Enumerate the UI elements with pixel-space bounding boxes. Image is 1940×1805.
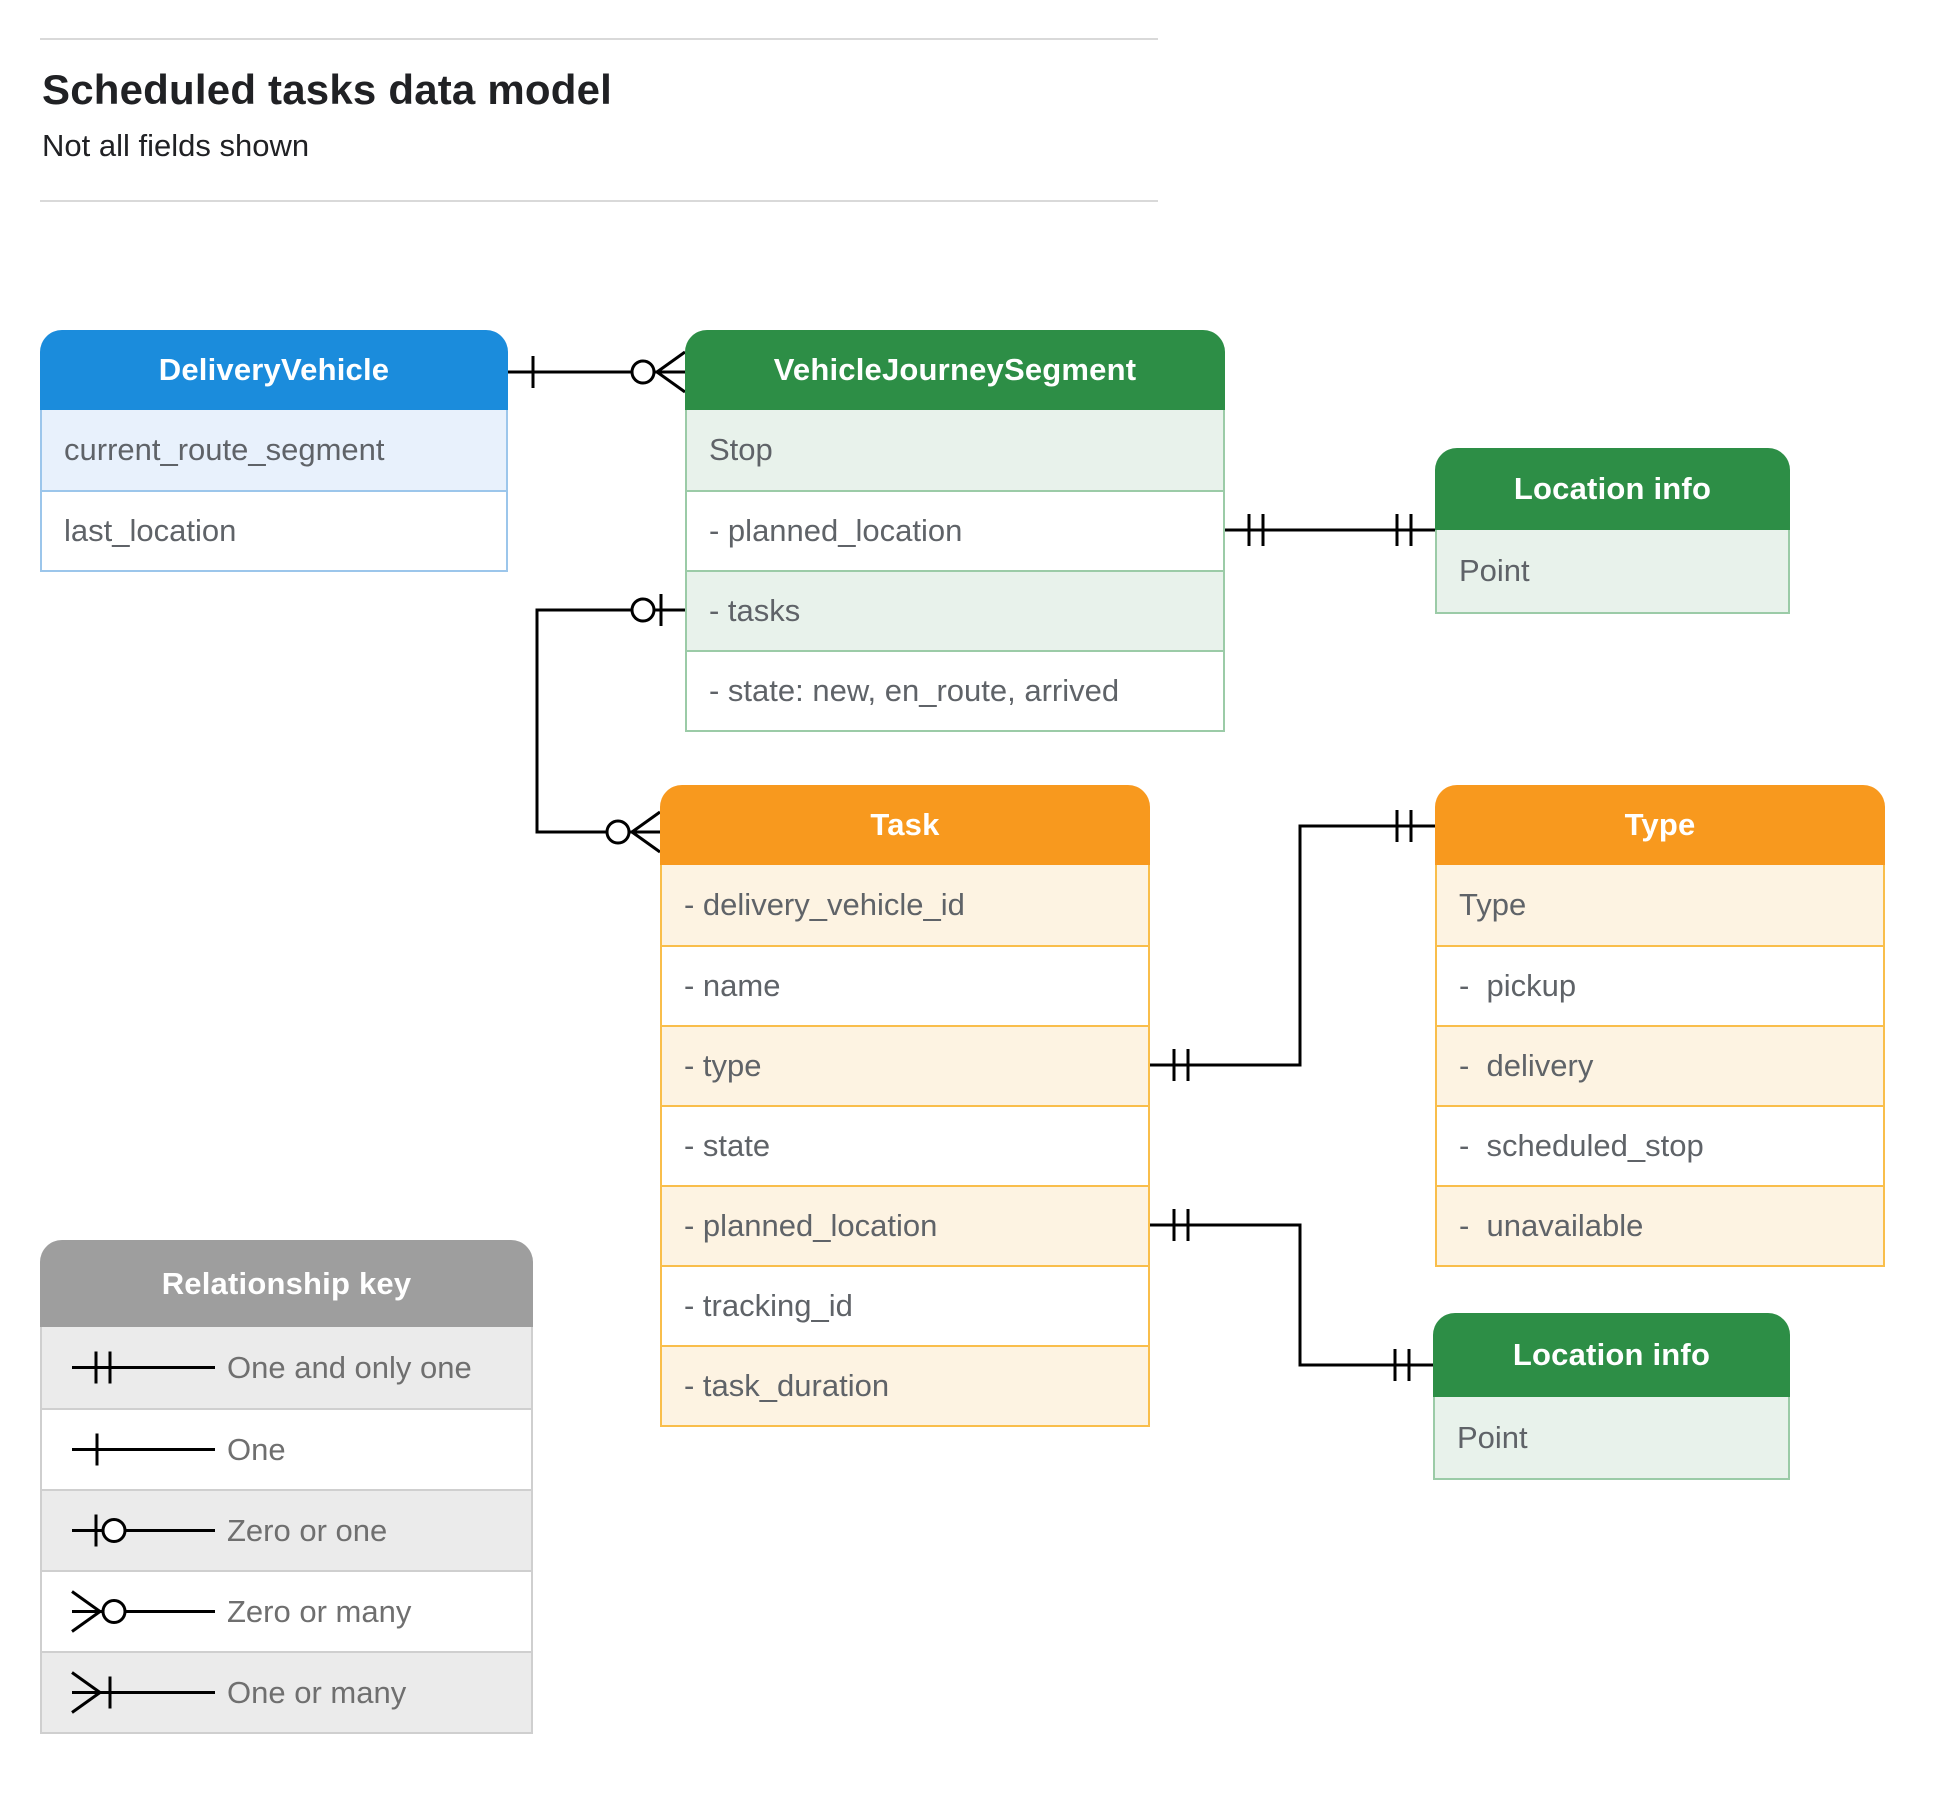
legend-item-label: Zero or many [227,1593,412,1629]
field-task-4: - planned_location [662,1185,1148,1265]
legend-item-one: One [42,1408,531,1489]
field-task-2: - type [662,1025,1148,1105]
field-type-0: Type [1437,865,1883,945]
legend-item-label: One or many [227,1674,407,1710]
entity-title-type: Type [1435,785,1885,865]
field-location-info-top-0: Point [1437,530,1788,612]
field-task-5: - tracking_id [662,1265,1148,1345]
page-subtitle: Not all fields shown [42,128,310,163]
field-task-0: - delivery_vehicle_id [662,865,1148,945]
field-type-1: - pickup [1437,945,1883,1025]
field-task-3: - state [662,1105,1148,1185]
field-vehicle-journey-segment-1: - planned_location [687,490,1223,570]
symbol-one-and-only-one [72,1351,215,1384]
connector-task-planned-location-to-location-info [1150,1209,1433,1381]
top-rule [40,38,1158,40]
page-title: Scheduled tasks data model [42,66,613,113]
legend-item-zero-or-one: Zero or one [42,1489,531,1570]
legend-item-label: Zero or one [227,1512,388,1548]
field-location-info-bottom-0: Point [1435,1397,1788,1478]
connector-vjs-planned-location-to-location-info [1225,514,1435,546]
symbol-zero-or-many [71,1590,215,1633]
legend-item-one-and-only-one: One and only one [42,1327,531,1408]
entity-task: Task- delivery_vehicle_id- name- type- s… [660,785,1150,1427]
field-delivery-vehicle-1: last_location [42,490,506,570]
entity-title-location-info-top: Location info [1435,448,1790,530]
field-type-2: - delivery [1437,1025,1883,1105]
symbol-one-or-many [71,1671,215,1714]
entity-title-task: Task [660,785,1150,865]
field-type-3: - scheduled_stop [1437,1105,1883,1185]
field-delivery-vehicle-0: current_route_segment [42,410,506,490]
bottom-rule [40,200,1158,202]
legend-item-one-or-many: One or many [42,1651,531,1732]
legend-item-label: One and only one [227,1349,472,1385]
legend-item-zero-or-many: Zero or many [42,1570,531,1651]
entity-title-location-info-bottom: Location info [1433,1313,1790,1397]
connector-deliveryvehicle-to-vehiclejourneysegment [508,350,686,394]
legend-title-relationship-key: Relationship key [40,1240,533,1327]
symbol-one [72,1433,215,1466]
connector-task-type-to-type [1150,810,1435,1081]
symbol-zero-or-one [72,1514,215,1547]
field-task-6: - task_duration [662,1345,1148,1425]
field-vehicle-journey-segment-3: - state: new, en_route, arrived [687,650,1223,730]
field-type-4: - unavailable [1437,1185,1883,1265]
field-vehicle-journey-segment-2: - tasks [687,570,1223,650]
field-task-1: - name [662,945,1148,1025]
entity-title-vehicle-journey-segment: VehicleJourneySegment [685,330,1225,410]
legend-item-label: One [227,1431,286,1467]
field-vehicle-journey-segment-0: Stop [687,410,1223,490]
entity-title-delivery-vehicle: DeliveryVehicle [40,330,508,410]
